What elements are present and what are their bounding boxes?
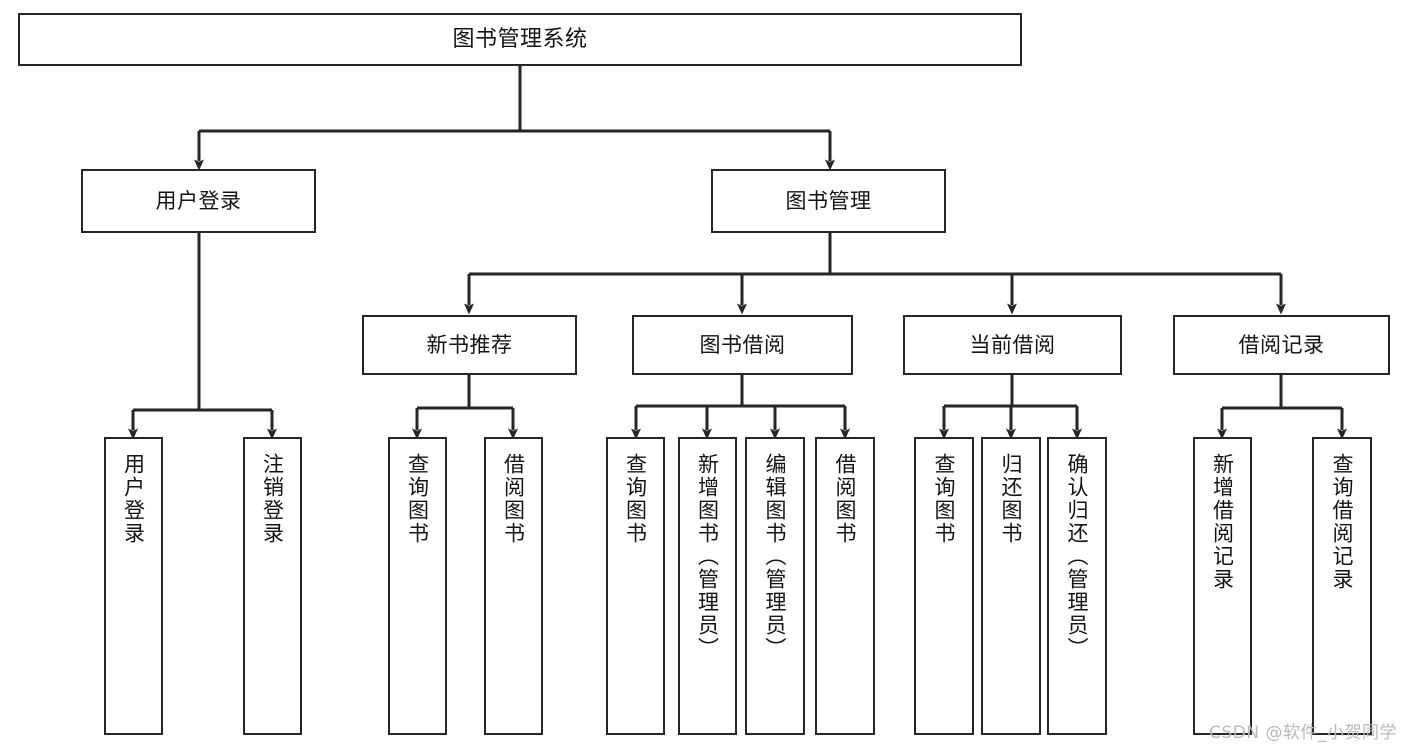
node-label: 图书管理: [785, 188, 872, 213]
node-label: 查询图书: [623, 453, 648, 545]
node-label: 注销登录: [260, 453, 285, 545]
node-user-login[interactable]: 用户登录: [81, 169, 316, 233]
leaf-record-add-record[interactable]: 新增借阅记录: [1193, 437, 1252, 735]
leaf-current-query-book[interactable]: 查询图书: [914, 437, 974, 735]
node-label: 当前借阅: [969, 332, 1056, 357]
node-label: 借阅图书: [501, 453, 526, 545]
node-label: 确认归还（管理员）: [1065, 453, 1090, 660]
leaf-user-login-login[interactable]: 用户登录: [104, 437, 163, 735]
leaf-new-book-query[interactable]: 查询图书: [388, 437, 447, 735]
node-label: 查询借阅记录: [1330, 453, 1355, 591]
node-label: 图书借阅: [699, 332, 786, 357]
leaf-borrow-add-book-admin[interactable]: 新增图书（管理员）: [678, 437, 737, 735]
leaf-record-query-record[interactable]: 查询借阅记录: [1312, 437, 1372, 735]
node-book-borrow[interactable]: 图书借阅: [632, 315, 853, 375]
leaf-borrow-edit-book-admin[interactable]: 编辑图书（管理员）: [745, 437, 805, 735]
node-label: 图书管理系统: [452, 26, 588, 52]
node-borrow-record[interactable]: 借阅记录: [1173, 315, 1390, 375]
node-label: 用户登录: [121, 453, 146, 545]
node-label: 借阅图书: [833, 453, 858, 545]
node-label: 编辑图书（管理员）: [763, 453, 788, 660]
leaf-current-confirm-return-admin[interactable]: 确认归还（管理员）: [1047, 437, 1107, 735]
node-label: 查询图书: [932, 453, 957, 545]
leaf-current-return-book[interactable]: 归还图书: [981, 437, 1041, 735]
node-label: 新增借阅记录: [1210, 453, 1235, 591]
node-label: 新书推荐: [426, 332, 513, 357]
node-root-system[interactable]: 图书管理系统: [18, 13, 1022, 66]
leaf-user-login-logout[interactable]: 注销登录: [243, 437, 302, 735]
leaf-borrow-borrow-book[interactable]: 借阅图书: [815, 437, 875, 735]
leaf-new-book-borrow[interactable]: 借阅图书: [484, 437, 543, 735]
node-book-management[interactable]: 图书管理: [711, 169, 946, 233]
node-label: 用户登录: [155, 188, 242, 213]
node-label: 查询图书: [405, 453, 430, 545]
leaf-borrow-query-book[interactable]: 查询图书: [606, 437, 665, 735]
csdn-watermark: CSDN @软件_小贺同学: [1209, 723, 1397, 743]
node-label: 借阅记录: [1238, 332, 1325, 357]
node-label: 归还图书: [999, 453, 1024, 545]
node-current-borrow[interactable]: 当前借阅: [903, 315, 1122, 375]
node-label: 新增图书（管理员）: [695, 453, 720, 660]
node-new-book-recommend[interactable]: 新书推荐: [362, 315, 577, 375]
